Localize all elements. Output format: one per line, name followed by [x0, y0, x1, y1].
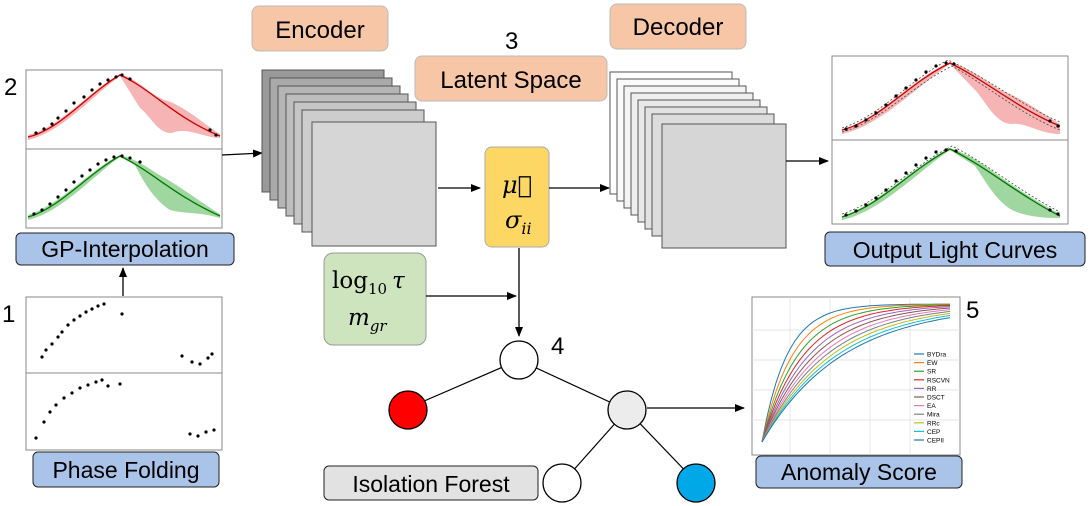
anomaly-curve-mira	[761, 310, 951, 443]
anomaly-legend-label-sr: SR	[927, 369, 936, 376]
features-box: log10 τ mgr	[323, 252, 427, 346]
anomaly-curve-cepii	[761, 317, 951, 443]
feature-tau: τ	[392, 268, 406, 294]
phase-folding-text: Phase Folding	[52, 457, 199, 483]
latent-mu: μ⃗	[502, 171, 532, 199]
step-number-2: 2	[4, 74, 17, 101]
anomaly-legend-label-cep: CEP	[927, 429, 940, 436]
encoder-label: Encoder	[251, 5, 389, 52]
tree-blue-leaf	[676, 463, 716, 503]
anomaly-legend-label-rr: RR	[927, 386, 937, 393]
tree-white-leaf	[542, 463, 582, 503]
anomaly-curve-rscvn	[761, 305, 951, 443]
anomaly-legend-label-cepii: CEPII	[927, 438, 944, 445]
isolation-forest-tree	[388, 340, 716, 503]
step-number-5: 5	[966, 297, 979, 324]
anomaly-legend-label-ew: EW	[927, 360, 938, 367]
arrow-gp-to-encoder	[221, 149, 263, 158]
anomaly-curve-bydra	[761, 303, 950, 443]
svg-text:σii: σii	[505, 206, 532, 238]
decoder-label: Decoder	[609, 3, 747, 50]
anomaly-legend-label-rscvn: RSCVN	[927, 377, 950, 384]
gp-interpolation-text: GP-Interpolation	[41, 236, 208, 262]
latent-space-label: Latent Space	[414, 55, 608, 102]
output-light-curves-plot	[831, 55, 1069, 225]
anomaly-score-label: Anomaly Score	[755, 455, 963, 489]
phase-folding-label: Phase Folding	[32, 451, 220, 488]
anomaly-curve-sr	[761, 304, 951, 443]
gp-interpolation-label: GP-Interpolation	[15, 232, 235, 266]
feature-log-sub: 10	[368, 280, 387, 298]
latent-sigma-sub: ii	[521, 219, 531, 238]
svg-text:mgr: mgr	[348, 305, 387, 335]
decoder-text: Decoder	[633, 14, 724, 41]
anomaly-legend-label-mira: Mira	[927, 412, 940, 419]
output-light-curves-text: Output Light Curves	[853, 237, 1058, 263]
tree-anomaly-leaf	[388, 390, 428, 430]
anomaly-legend-label-bydra: BYDra	[927, 352, 947, 359]
step-number-3: 3	[505, 28, 518, 55]
tree-internal-node	[607, 390, 647, 430]
step-number-1: 1	[2, 301, 15, 328]
anomaly-curve-ea	[761, 309, 951, 443]
isolation-forest-label: Isolation Forest	[323, 465, 539, 501]
anomaly-curve-dsct	[761, 307, 951, 443]
latent-vector-box: μ⃗ σii	[484, 146, 550, 248]
anomaly-curve-ew	[761, 303, 950, 443]
output-light-curves-label: Output Light Curves	[824, 231, 1086, 267]
anomaly-curve-cep	[761, 315, 951, 443]
anomaly-legend-label-ea: EA	[927, 403, 936, 410]
feature-m: m	[348, 305, 370, 331]
latent-space-text: Latent Space	[440, 67, 581, 94]
anomaly-score-text: Anomaly Score	[781, 459, 937, 485]
decoder-stack	[609, 71, 787, 249]
anomaly-legend-label-dsct: DSCT	[927, 395, 945, 402]
latent-sigma: σ	[505, 206, 522, 234]
encoder-text: Encoder	[275, 17, 364, 44]
anomaly-curve-rr	[761, 306, 951, 443]
step-number-4: 4	[551, 333, 564, 360]
gp-interpolation-plot	[25, 69, 223, 229]
phase-folding-plot	[25, 296, 223, 451]
anomaly-legend-label-rrc: RRc	[927, 420, 940, 427]
isolation-forest-text: Isolation Forest	[352, 471, 510, 497]
feature-log: log	[332, 268, 368, 294]
anomaly-curve-rrc	[761, 312, 951, 443]
tree-root-node	[499, 340, 539, 380]
encoder-stack	[261, 69, 437, 247]
feature-m-sub: gr	[370, 317, 388, 335]
